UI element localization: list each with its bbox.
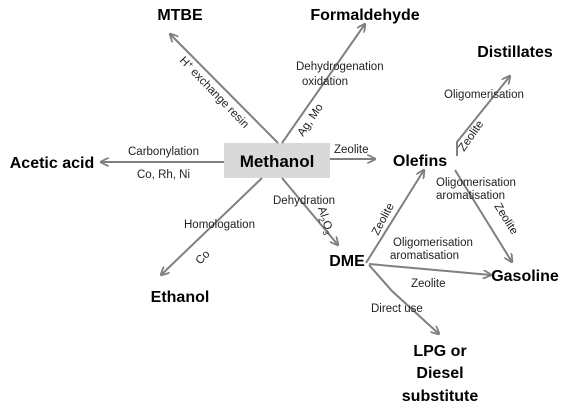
edges [101, 24, 512, 334]
edge-dme-gasoline [368, 263, 491, 275]
edge-dme-lpg [368, 264, 439, 334]
label-al2o3: Al2O3 [313, 205, 335, 237]
node-mtbe: MTBE [157, 7, 203, 24]
node-acetic-acid: Acetic acid [10, 155, 94, 172]
label-dehydrogenation: Dehydrogenation [296, 61, 384, 73]
label-homologation: Homologation [184, 219, 255, 231]
node-ethanol: Ethanol [151, 289, 210, 306]
node-lpg-line3: substitute [402, 388, 479, 405]
label-carbonylation: Carbonylation [128, 146, 199, 158]
label-dehydration: Dehydration [273, 195, 335, 207]
node-methanol: Methanol [240, 152, 315, 171]
edge-methanol-formaldehyde [281, 24, 365, 144]
node-dme: DME [329, 253, 365, 270]
label-direct-use: Direct use [371, 303, 423, 315]
label-co: Co [194, 248, 213, 267]
node-lpg-line1: LPG or [413, 343, 466, 360]
label-aromatisation-upper: aromatisation [436, 190, 505, 202]
label-hplus-exchange-resin: H+ exchange resin [177, 53, 252, 130]
edge-olefins-gasoline [454, 169, 512, 262]
edge-olefins-distillates [456, 76, 510, 156]
node-olefins: Olefins [393, 153, 447, 170]
edge-dme-olefins [365, 170, 424, 264]
label-zeolite-olefins-gasoline: Zeolite [491, 201, 519, 237]
label-zeolite-dme-gasoline: Zeolite [411, 278, 446, 290]
methanol-box [224, 143, 330, 178]
label-ag-mo: Ag, Mo [296, 102, 326, 139]
node-formaldehyde: Formaldehyde [310, 7, 419, 24]
node-distillates: Distillates [477, 44, 553, 61]
edge-methanol-ethanol [161, 177, 263, 275]
label-oligomerisation-aromatisation-lower: Oligomerisation [393, 237, 473, 249]
label-oligomerisation-aromatisation-upper: Oligomerisation [436, 177, 516, 189]
label-oligomerisation-distillates: Oligomerisation [444, 89, 524, 101]
label-co-rh-ni: Co, Rh, Ni [137, 169, 190, 181]
label-zeolite-olefins: Zeolite [334, 144, 369, 156]
label-aromatisation-lower: aromatisation [390, 250, 459, 262]
edge-methanol-mtbe [170, 34, 279, 144]
edge-methanol-dme [281, 177, 338, 245]
label-oxidation: oxidation [302, 76, 348, 88]
node-gasoline: Gasoline [491, 268, 559, 285]
node-lpg-line2: Diesel [416, 365, 463, 382]
